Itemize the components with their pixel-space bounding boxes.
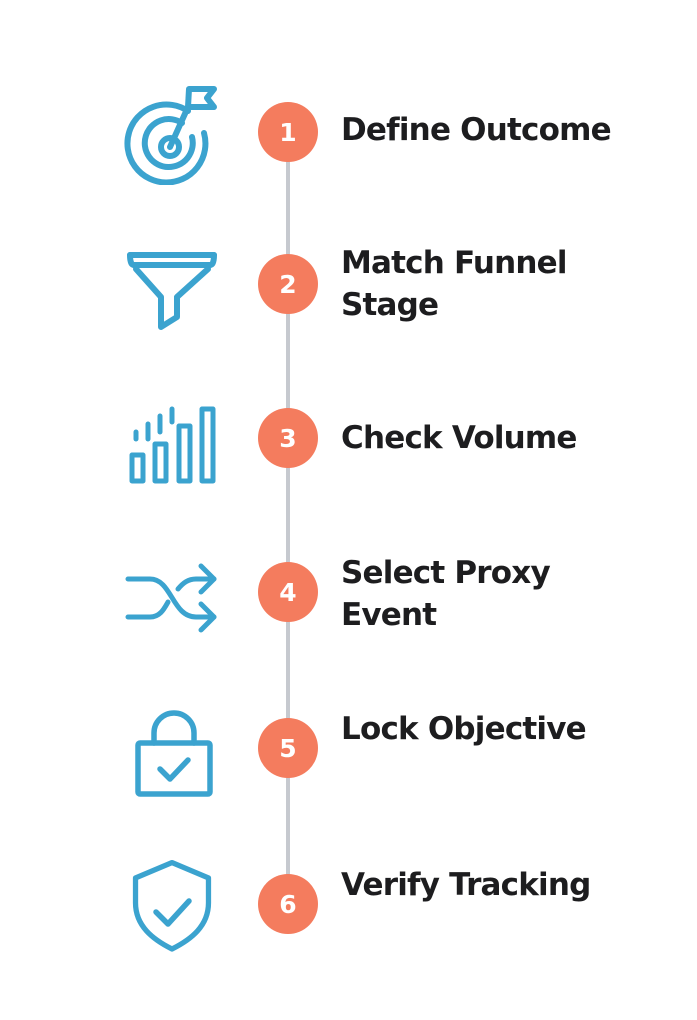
shield-check-icon	[122, 857, 222, 957]
step-label: Verify Tracking	[341, 867, 591, 903]
step-label: Define Outcome	[341, 112, 612, 148]
step-verify-tracking: 6 Verify Tracking	[0, 842, 697, 962]
step-define-outcome: 1 Define Outcome	[0, 70, 697, 190]
step-number-badge: 6	[258, 874, 318, 934]
step-label: Lock Objective	[341, 711, 587, 747]
signal-bars-icon	[122, 392, 222, 492]
target-flag-icon	[122, 85, 222, 185]
step-number-badge: 5	[258, 718, 318, 778]
shuffle-icon	[122, 547, 222, 647]
step-number-badge: 1	[258, 102, 318, 162]
step-label: Match Funnel Stage	[341, 245, 568, 323]
step-label: Select Proxy Event	[341, 555, 551, 633]
step-number-badge: 4	[258, 562, 318, 622]
step-label: Check Volume	[341, 420, 577, 456]
step-select-proxy-event: 4 Select Proxy Event	[0, 532, 697, 652]
funnel-icon	[122, 237, 222, 337]
step-number-badge: 2	[258, 254, 318, 314]
step-check-volume: 3 Check Volume	[0, 377, 697, 497]
step-number-badge: 3	[258, 408, 318, 468]
step-lock-objective: 5 Lock Objective	[0, 688, 697, 808]
timeline-line	[286, 132, 290, 908]
step-match-funnel-stage: 2 Match Funnel Stage	[0, 222, 697, 342]
padlock-check-icon	[122, 703, 222, 803]
